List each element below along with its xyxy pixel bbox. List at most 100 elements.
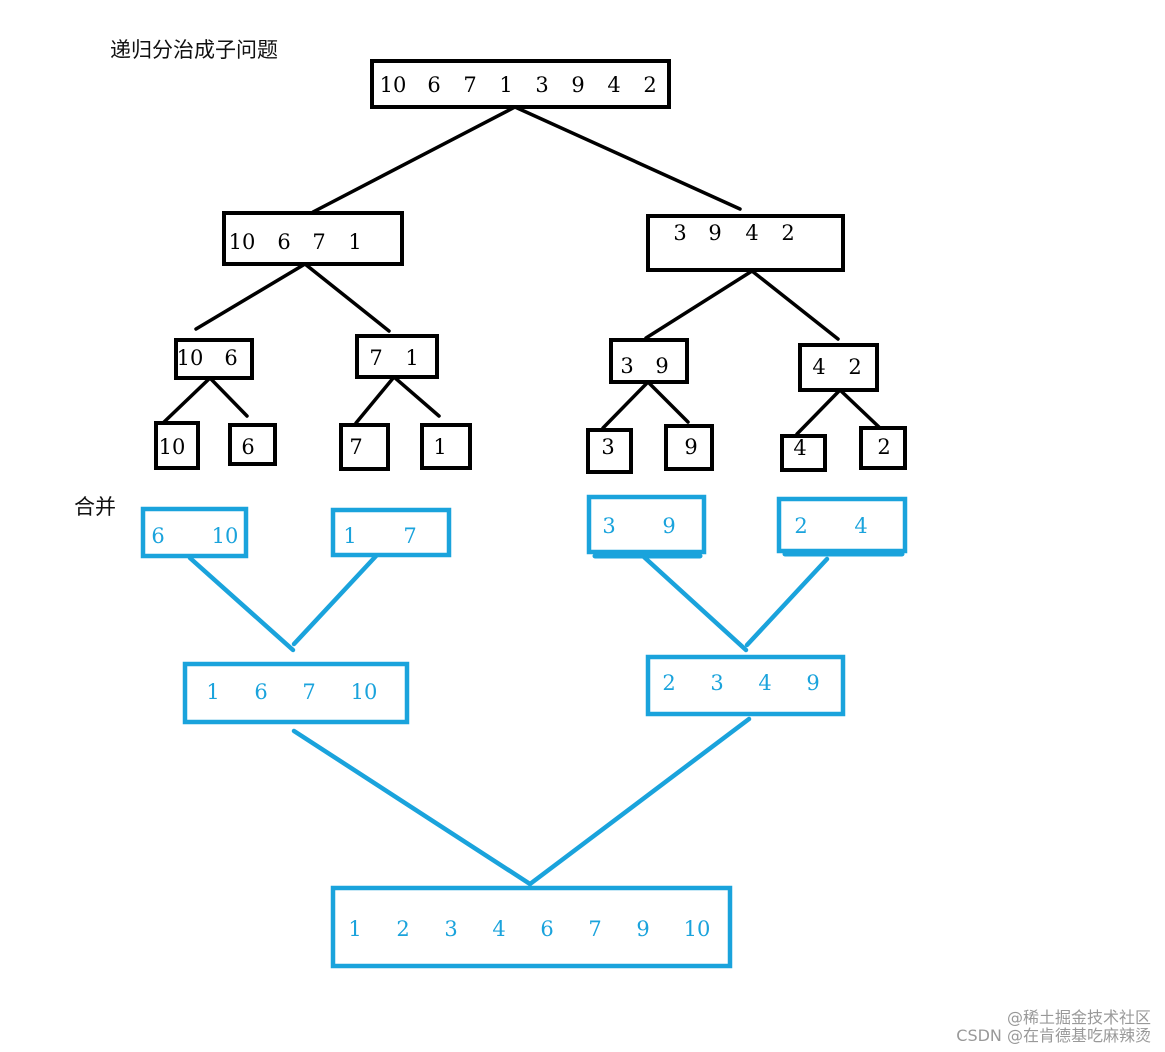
split-box-level2-frame bbox=[798, 343, 879, 392]
merge-heading: 合并 bbox=[74, 495, 116, 519]
split-box-level3-frame bbox=[780, 434, 827, 472]
split-box-level1-value: 3 bbox=[673, 221, 686, 245]
split-box-level2: 10 6 bbox=[174, 338, 254, 380]
split-box-level3: 9 bbox=[664, 424, 714, 471]
split-box-level2-value: 2 bbox=[848, 355, 861, 379]
split-box-level3: 6 bbox=[228, 423, 277, 466]
split-box-level1-value: 4 bbox=[745, 221, 758, 245]
merge-box-level1-value: 4 bbox=[758, 671, 771, 695]
merge-box-level0-value: 7 bbox=[403, 524, 416, 548]
merge-box-level2-frame bbox=[330, 885, 733, 969]
split-box-level2-value: 10 bbox=[177, 346, 204, 370]
split-connector bbox=[208, 376, 249, 418]
split-connector bbox=[392, 375, 441, 418]
split-box-level0-value: 4 bbox=[607, 73, 620, 97]
merge-box-level0-value: 4 bbox=[854, 514, 867, 538]
merge-box-level2-value: 1 bbox=[348, 917, 361, 941]
merge-box-level0-value: 9 bbox=[662, 514, 675, 538]
split-box-level1-value: 10 bbox=[229, 230, 256, 254]
merge-box-level0-frame bbox=[330, 507, 452, 558]
merge-box-level0-value: 6 bbox=[151, 524, 164, 548]
split-box-level2-value: 4 bbox=[812, 355, 825, 379]
split-box-level2-value: 6 bbox=[224, 346, 237, 370]
merge-box-level2-value: 3 bbox=[444, 917, 457, 941]
split-box-level3-frame bbox=[859, 426, 907, 470]
split-box-level1-frame bbox=[222, 211, 404, 266]
merge-connector bbox=[187, 555, 296, 653]
split-box-level3-value: 9 bbox=[684, 435, 697, 459]
split-box-level2-value: 9 bbox=[655, 354, 668, 378]
split-box-level3-value: 7 bbox=[349, 435, 362, 459]
split-box-level2-value: 1 bbox=[405, 346, 418, 370]
split-box-level3-frame bbox=[339, 423, 390, 471]
split-connector bbox=[646, 380, 690, 424]
split-connector bbox=[601, 380, 650, 430]
merge-box-level1-frame bbox=[182, 661, 410, 725]
merge-box-level0-frame bbox=[140, 506, 249, 559]
merge-box-level2-value: 7 bbox=[588, 917, 601, 941]
split-box-level1-value: 1 bbox=[348, 230, 361, 254]
merge-box-level1-value: 1 bbox=[206, 680, 219, 704]
merge-box-level0-value: 1 bbox=[343, 524, 356, 548]
merge-connector bbox=[744, 556, 830, 648]
split-connector bbox=[194, 262, 307, 331]
split-box-level3-frame bbox=[664, 424, 714, 471]
merge-box-level0-value: 2 bbox=[794, 514, 807, 538]
merge-box-level0-frame bbox=[586, 494, 707, 555]
split-box-level0-value: 2 bbox=[643, 73, 656, 97]
split-connector bbox=[311, 105, 517, 214]
split-box-level3: 7 bbox=[339, 423, 390, 471]
split-box-level2-frame bbox=[609, 338, 689, 384]
split-box-level0-value: 3 bbox=[535, 73, 548, 97]
split-box-level3-value: 1 bbox=[433, 435, 446, 459]
merge-box-level1-value: 10 bbox=[351, 680, 378, 704]
merge-connector bbox=[641, 554, 749, 653]
merge-connector bbox=[527, 716, 752, 887]
split-box-level0-value: 7 bbox=[463, 73, 476, 97]
split-heading: 递归分治成子问题 bbox=[110, 38, 278, 62]
watermark-juejin: @稀土掘金技术社区 bbox=[1006, 1008, 1151, 1027]
split-connector bbox=[750, 269, 840, 341]
split-connector bbox=[838, 388, 882, 430]
split-box-level3-value: 3 bbox=[601, 435, 614, 459]
merge-box-level1-frame bbox=[645, 654, 846, 717]
split-box-level1-value: 6 bbox=[277, 230, 290, 254]
split-box-level3: 3 bbox=[586, 428, 633, 474]
split-box-level3: 2 bbox=[859, 426, 907, 470]
split-box-level3-frame bbox=[154, 421, 200, 470]
split-connector bbox=[303, 262, 391, 333]
merge-connector bbox=[291, 553, 379, 647]
merge-box-level1-value: 2 bbox=[662, 671, 675, 695]
split-box-level3-value: 4 bbox=[793, 436, 806, 460]
split-box-level0-value: 1 bbox=[499, 73, 512, 97]
split-box-level2-frame bbox=[174, 338, 254, 380]
split-box-level3-value: 2 bbox=[877, 435, 890, 459]
split-box-level3: 1 bbox=[420, 423, 472, 470]
split-box-level3-frame bbox=[228, 423, 277, 466]
merge-box-level2-value: 4 bbox=[492, 917, 505, 941]
split-box-level2-value: 3 bbox=[620, 354, 633, 378]
split-box-level1-value: 9 bbox=[708, 221, 721, 245]
split-connector bbox=[795, 388, 842, 436]
split-box-level0-value: 9 bbox=[571, 73, 584, 97]
split-box-level3: 4 bbox=[780, 434, 827, 472]
split-connector bbox=[644, 269, 754, 340]
split-connector bbox=[513, 105, 742, 211]
split-box-level1-value: 7 bbox=[312, 230, 325, 254]
split-box-level1-value: 2 bbox=[781, 221, 794, 245]
watermark-csdn: CSDN @在肯德基吃麻辣烫 bbox=[956, 1026, 1151, 1045]
split-box-level0-value: 6 bbox=[427, 73, 440, 97]
split-box-level2-frame bbox=[355, 334, 439, 379]
